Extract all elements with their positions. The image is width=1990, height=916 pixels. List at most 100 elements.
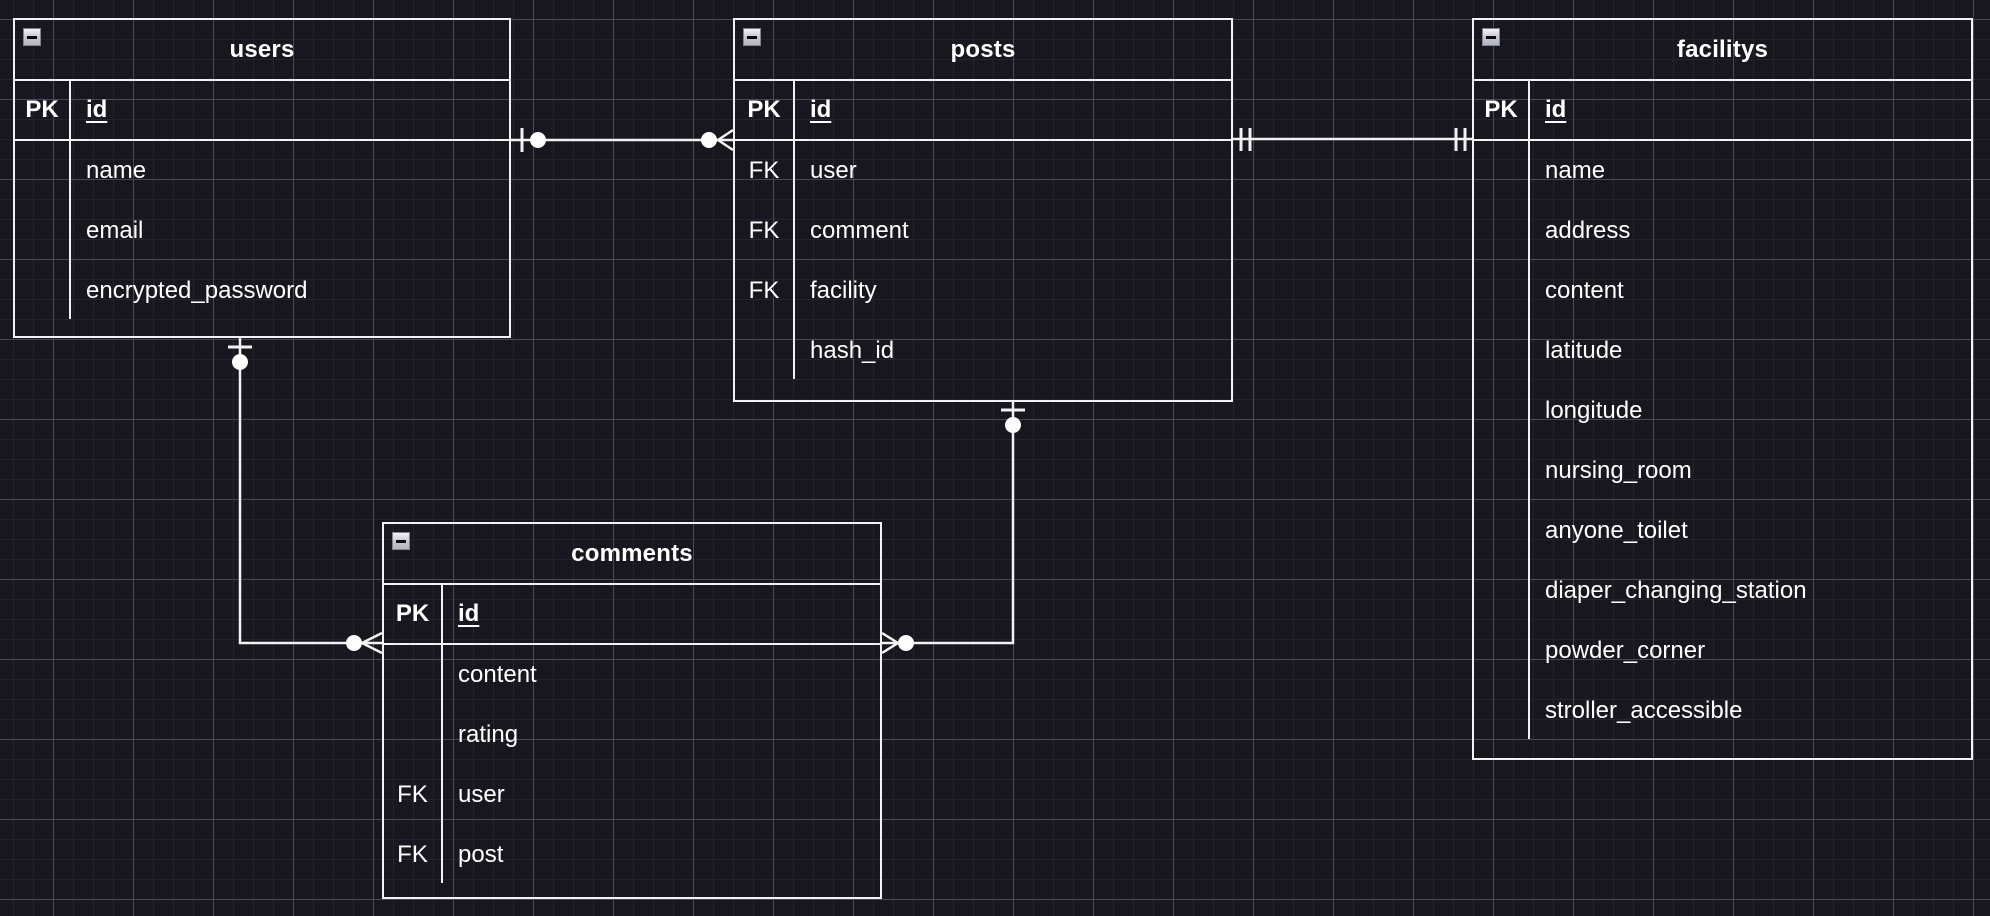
field-name: content <box>458 661 537 688</box>
field-name: powder_corner <box>1545 637 1706 664</box>
table-row-posts-facility[interactable]: FK facility <box>735 261 1231 321</box>
field-name: id <box>810 96 832 123</box>
table-row-facilitys-nursing_room[interactable]: nursing_room <box>1474 441 1971 501</box>
edge-users-comments[interactable] <box>228 338 383 655</box>
field-name: comment <box>810 217 909 244</box>
table-row-posts-hash_id[interactable]: hash_id <box>735 321 1231 381</box>
crow-foot-prong <box>717 128 734 142</box>
pk-column-divider <box>793 81 795 379</box>
edge-users-posts[interactable] <box>510 128 734 152</box>
key-label-fk: FK <box>748 217 780 244</box>
field-name: name <box>1545 157 1606 184</box>
collapse-minus-icon[interactable] <box>23 28 41 46</box>
table-row-posts-id[interactable]: PK id <box>735 81 1231 141</box>
table-row-facilitys-latitude[interactable]: latitude <box>1474 321 1971 381</box>
field-name: stroller_accessible <box>1545 697 1743 724</box>
minus-glyph <box>1486 35 1496 39</box>
crow-foot-prong <box>361 631 383 645</box>
table-row-users-email[interactable]: email <box>15 201 509 261</box>
minus-glyph <box>747 35 757 39</box>
table-row-users-id[interactable]: PK id <box>15 81 509 141</box>
pk-column-divider <box>1528 81 1530 739</box>
table-row-facilitys-anyone_toilet[interactable]: anyone_toilet <box>1474 501 1971 561</box>
field-name: nursing_room <box>1545 457 1692 484</box>
cardinality-dot <box>898 635 914 651</box>
cardinality-dot <box>530 132 546 148</box>
table-row-comments-rating[interactable]: rating <box>384 705 880 765</box>
table-row-facilitys-content[interactable]: content <box>1474 261 1971 321</box>
table-row-comments-content[interactable]: content <box>384 645 880 705</box>
key-label-fk: FK <box>748 157 780 184</box>
field-name: facility <box>810 277 877 304</box>
cardinality-dot <box>232 354 248 370</box>
table-header-users[interactable]: users <box>15 20 509 81</box>
crow-foot-prong <box>881 631 899 645</box>
table-header-comments[interactable]: comments <box>384 524 880 585</box>
field-name: longitude <box>1545 397 1643 424</box>
table-title: users <box>229 35 295 63</box>
field-name: address <box>1545 217 1631 244</box>
table-row-posts-comment[interactable]: FK comment <box>735 201 1231 261</box>
table-row-facilitys-powder_corner[interactable]: powder_corner <box>1474 621 1971 681</box>
field-name: rating <box>458 721 519 748</box>
table-body: PK id name address content latitude longitude n… <box>1474 81 1971 741</box>
table-header-posts[interactable]: posts <box>735 20 1231 81</box>
pk-column-divider <box>69 81 71 319</box>
crow-foot-prong <box>717 138 734 152</box>
table-title: comments <box>571 539 693 567</box>
field-name: id <box>1545 96 1567 123</box>
key-label-pk: PK <box>747 96 781 123</box>
table-header-facilitys[interactable]: facilitys <box>1474 20 1971 81</box>
table-row-facilitys-id[interactable]: PK id <box>1474 81 1971 141</box>
field-name: user <box>458 781 505 808</box>
edge-line[interactable] <box>882 402 1015 645</box>
minus-glyph <box>27 35 37 39</box>
edge-line[interactable] <box>238 338 382 645</box>
field-name: id <box>458 600 480 627</box>
collapse-minus-icon[interactable] <box>392 532 410 550</box>
table-row-users-encrypted_password[interactable]: encrypted_password <box>15 261 509 321</box>
field-name: id <box>86 96 108 123</box>
collapse-minus-icon[interactable] <box>1482 28 1500 46</box>
table-row-facilitys-stroller_accessible[interactable]: stroller_accessible <box>1474 681 1971 741</box>
edge-posts-facilitys[interactable] <box>1233 128 1472 151</box>
key-label-pk: PK <box>395 600 430 627</box>
key-label-fk: FK <box>748 277 780 304</box>
table-row-comments-post[interactable]: FK post <box>384 825 880 885</box>
field-name: hash_id <box>810 337 895 364</box>
pk-column-divider <box>441 585 443 883</box>
table-row-users-name[interactable]: name <box>15 141 509 201</box>
table-title: posts <box>950 35 1016 63</box>
field-name: encrypted_password <box>86 277 308 304</box>
table-title: facilitys <box>1676 35 1769 63</box>
table-row-facilitys-diaper_changing_station[interactable]: diaper_changing_station <box>1474 561 1971 621</box>
field-name: latitude <box>1545 337 1623 364</box>
table-row-facilitys-address[interactable]: address <box>1474 201 1971 261</box>
key-label-pk: PK <box>25 96 59 123</box>
collapse-minus-icon[interactable] <box>743 28 761 46</box>
key-label-fk: FK <box>397 841 428 868</box>
crow-foot-prong <box>361 641 383 655</box>
field-name: post <box>458 841 504 868</box>
table-row-comments-id[interactable]: PK id <box>384 585 880 645</box>
field-name: content <box>1545 277 1624 304</box>
table-row-facilitys-longitude[interactable]: longitude <box>1474 381 1971 441</box>
edge-posts-comments[interactable] <box>881 402 1025 655</box>
minus-glyph <box>396 539 406 543</box>
cardinality-dot <box>1005 417 1021 433</box>
field-name: diaper_changing_station <box>1545 577 1807 604</box>
table-body: PK id name email encrypted_password <box>15 81 509 321</box>
field-name: anyone_toilet <box>1545 517 1688 544</box>
field-name: email <box>86 217 144 244</box>
table-row-facilitys-name[interactable]: name <box>1474 141 1971 201</box>
key-label-pk: PK <box>1484 96 1518 123</box>
